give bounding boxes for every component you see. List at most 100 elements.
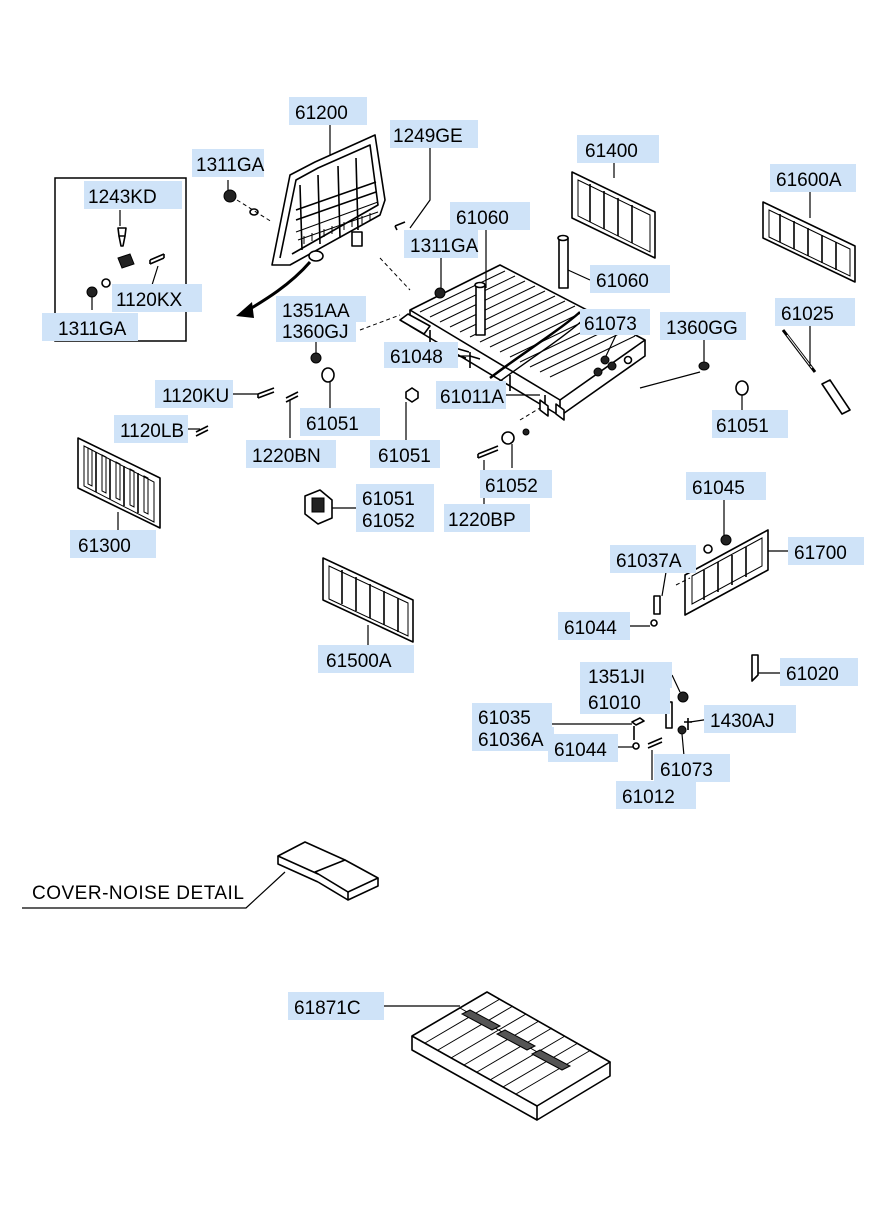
svg-text:1360GG: 1360GG bbox=[666, 318, 738, 339]
svg-text:1311GA: 1311GA bbox=[58, 319, 127, 340]
label-61045[interactable]: 61045 bbox=[686, 472, 766, 500]
loose-hardware bbox=[195, 352, 749, 459]
svg-text:1120KX: 1120KX bbox=[116, 290, 183, 311]
bracket-61051-61052 bbox=[304, 489, 333, 525]
label-1311GA[interactable]: 1311GA bbox=[404, 230, 479, 258]
svg-text:61073: 61073 bbox=[584, 314, 637, 335]
label-61700[interactable]: 61700 bbox=[788, 537, 864, 565]
svg-text:61044: 61044 bbox=[554, 740, 607, 761]
gate-61500A bbox=[322, 557, 414, 643]
cover-noise-leader bbox=[22, 871, 286, 909]
label-1351JI[interactable]: 1351JI bbox=[580, 662, 672, 688]
svg-text:61012: 61012 bbox=[622, 787, 675, 808]
label-61051[interactable]: 61051 bbox=[356, 484, 434, 510]
label-61200[interactable]: 61200 bbox=[289, 97, 367, 125]
deck-floor bbox=[359, 257, 646, 421]
svg-text:1120KU: 1120KU bbox=[162, 386, 229, 407]
svg-text:61051: 61051 bbox=[362, 489, 415, 510]
gate-61700 bbox=[675, 529, 769, 616]
label-61500A[interactable]: 61500A bbox=[318, 645, 414, 673]
svg-text:1430AJ: 1430AJ bbox=[710, 711, 774, 732]
label-61871C[interactable]: 61871C bbox=[288, 992, 384, 1020]
svg-text:1243KD: 1243KD bbox=[88, 187, 157, 208]
label-61037A[interactable]: 61037A bbox=[610, 545, 696, 573]
headboard-61200 bbox=[271, 134, 386, 266]
svg-text:61060: 61060 bbox=[596, 271, 649, 292]
svg-text:61011A: 61011A bbox=[440, 387, 504, 408]
svg-text:61035: 61035 bbox=[478, 708, 531, 729]
label-61020[interactable]: 61020 bbox=[780, 658, 858, 686]
label-61073[interactable]: 61073 bbox=[580, 309, 650, 335]
gate-61300 bbox=[77, 437, 161, 529]
svg-text:61036A: 61036A bbox=[478, 730, 544, 751]
svg-text:61020: 61020 bbox=[786, 664, 839, 685]
label-61060[interactable]: 61060 bbox=[450, 202, 530, 230]
svg-text:61048: 61048 bbox=[390, 347, 443, 368]
svg-text:1249GE: 1249GE bbox=[393, 126, 463, 147]
label-61010[interactable]: 61010 bbox=[580, 688, 670, 714]
label-1220BN[interactable]: 1220BN bbox=[246, 440, 336, 468]
label-1351AA[interactable]: 1351AA bbox=[276, 296, 366, 322]
label-61300[interactable]: 61300 bbox=[70, 530, 156, 558]
svg-text:1311GA: 1311GA bbox=[196, 155, 265, 176]
label-61044[interactable]: 61044 bbox=[558, 612, 630, 640]
label-1243KD[interactable]: 1243KD bbox=[84, 181, 182, 209]
label-1120KU[interactable]: 1120KU bbox=[155, 380, 233, 408]
leader-lines bbox=[91, 125, 811, 1007]
svg-text:61073: 61073 bbox=[660, 760, 713, 781]
svg-text:1360GJ: 1360GJ bbox=[282, 322, 349, 343]
svg-text:61600A: 61600A bbox=[776, 170, 842, 191]
svg-text:61871C: 61871C bbox=[294, 998, 361, 1019]
label-61035[interactable]: 61035 bbox=[472, 703, 552, 729]
label-1311GA[interactable]: 1311GA bbox=[42, 313, 138, 341]
label-61044[interactable]: 61044 bbox=[548, 734, 618, 762]
cover-noise-detail-label: COVER-NOISE DETAIL bbox=[32, 883, 244, 904]
label-61060[interactable]: 61060 bbox=[590, 265, 670, 293]
label-1220BP[interactable]: 1220BP bbox=[444, 504, 530, 532]
floor-mat-61871C bbox=[411, 991, 611, 1121]
label-61012[interactable]: 61012 bbox=[616, 781, 696, 809]
svg-text:61300: 61300 bbox=[78, 536, 131, 557]
label-61036A[interactable]: 61036A bbox=[472, 727, 554, 751]
label-61051[interactable]: 61051 bbox=[370, 440, 440, 468]
latch-parts bbox=[631, 595, 759, 750]
label-1360GG[interactable]: 1360GG bbox=[660, 312, 746, 340]
headboard-fasteners bbox=[223, 189, 406, 231]
gate-61600A bbox=[762, 201, 856, 283]
label-61051[interactable]: 61051 bbox=[712, 410, 788, 438]
label-61011A[interactable]: 61011A bbox=[436, 381, 506, 409]
post-61060-left bbox=[474, 281, 486, 336]
rod-61025 bbox=[781, 329, 851, 415]
label-1430AJ[interactable]: 1430AJ bbox=[704, 705, 796, 733]
label-61048[interactable]: 61048 bbox=[384, 342, 458, 368]
label-61600A[interactable]: 61600A bbox=[770, 164, 856, 192]
label-61052[interactable]: 61052 bbox=[480, 470, 552, 498]
cover-noise-part bbox=[277, 841, 379, 901]
label-61400[interactable]: 61400 bbox=[577, 135, 659, 163]
svg-text:61045: 61045 bbox=[692, 478, 745, 499]
svg-text:1220BN: 1220BN bbox=[252, 446, 321, 467]
svg-text:1351JI: 1351JI bbox=[588, 667, 645, 688]
deck-small-parts bbox=[434, 287, 710, 389]
label-61073[interactable]: 61073 bbox=[654, 754, 730, 782]
svg-text:1351AA: 1351AA bbox=[282, 301, 350, 322]
svg-text:61051: 61051 bbox=[716, 416, 769, 437]
svg-text:1120LB: 1120LB bbox=[120, 421, 184, 442]
label-1120KX[interactable]: 1120KX bbox=[112, 284, 202, 312]
label-1120LB[interactable]: 1120LB bbox=[114, 415, 188, 443]
svg-text:61010: 61010 bbox=[588, 693, 641, 714]
label-61051[interactable]: 61051 bbox=[300, 408, 380, 436]
svg-text:61060: 61060 bbox=[456, 208, 509, 229]
svg-text:61044: 61044 bbox=[564, 618, 617, 639]
svg-text:61052: 61052 bbox=[362, 511, 415, 532]
svg-text:1220BP: 1220BP bbox=[448, 510, 516, 531]
label-1360GJ[interactable]: 1360GJ bbox=[276, 318, 356, 343]
label-1311GA[interactable]: 1311GA bbox=[192, 149, 265, 177]
label-61025[interactable]: 61025 bbox=[775, 298, 855, 326]
label-1249GE[interactable]: 1249GE bbox=[390, 120, 478, 148]
svg-text:61700: 61700 bbox=[794, 543, 847, 564]
label-61052[interactable]: 61052 bbox=[356, 508, 434, 532]
orientation-arrow bbox=[236, 261, 312, 318]
